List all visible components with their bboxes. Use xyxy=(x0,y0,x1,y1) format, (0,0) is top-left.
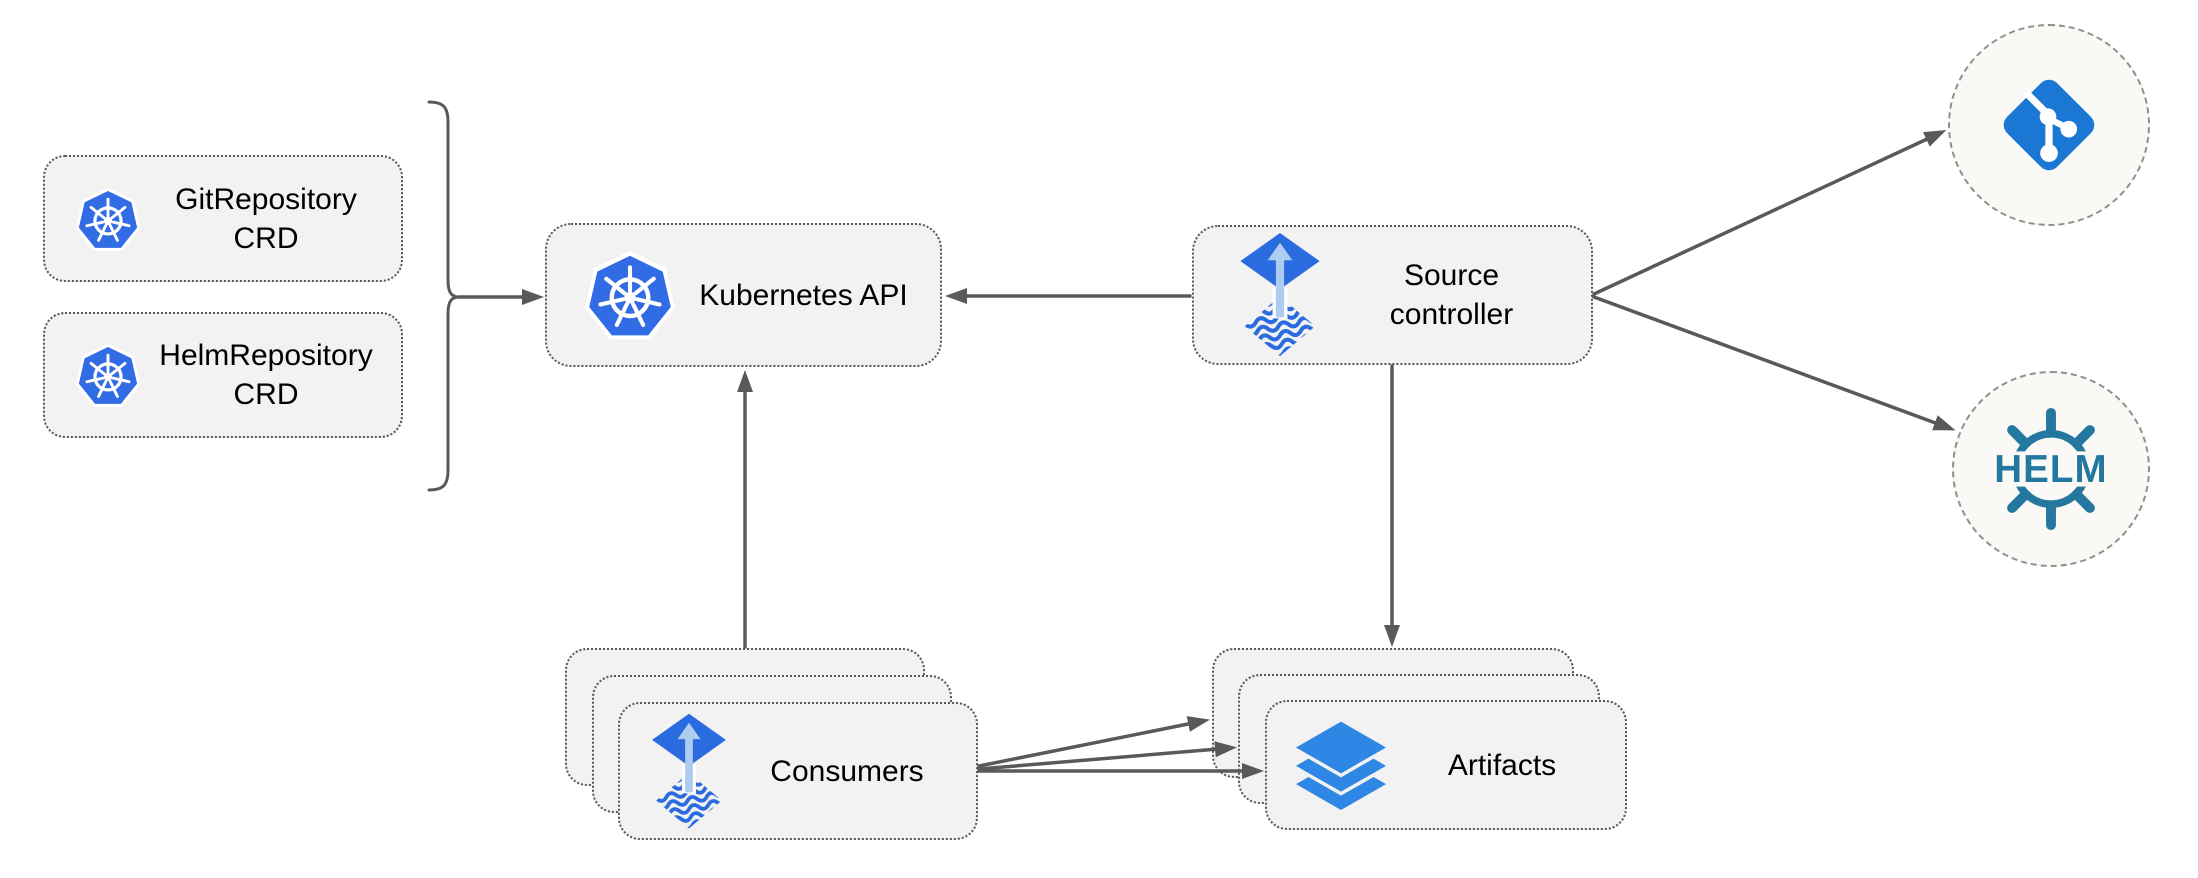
helm-wordmark: HELM xyxy=(1994,448,2107,491)
edge-consumers-to-artifacts-1 xyxy=(977,716,1210,768)
edge-consumers-to-artifacts-2 xyxy=(977,741,1237,771)
kubernetes-icon xyxy=(581,246,679,344)
layers-icon xyxy=(1291,718,1391,812)
flux-icon xyxy=(1236,231,1324,359)
node-artifacts: Artifacts xyxy=(1265,700,1627,830)
kubernetes-api-label: Kubernetes API xyxy=(699,278,908,312)
node-source-controller: Source controller xyxy=(1192,225,1593,365)
node-consumers: Consumers xyxy=(618,702,978,840)
kubernetes-icon xyxy=(73,340,143,410)
helm-icon: HELM xyxy=(1989,407,2113,531)
kubernetes-icon xyxy=(73,184,143,254)
node-helm-repository: HELM xyxy=(1952,371,2150,567)
helmrepository-crd-label: HelmRepository CRD xyxy=(159,339,373,411)
edge-source-controller-to-helm-repository xyxy=(1592,295,1956,431)
edge-source-controller-to-git-repository xyxy=(1592,130,1947,296)
node-git-repository xyxy=(1948,24,2150,226)
node-helmrepository-crd: HelmRepository CRD xyxy=(43,312,403,438)
consumers-label: Consumers xyxy=(770,754,924,788)
node-kubernetes-api: Kubernetes API xyxy=(545,223,942,367)
edge-crds-brace xyxy=(427,100,460,492)
flux-icon xyxy=(648,712,730,831)
git-icon xyxy=(1997,73,2101,177)
artifacts-label: Artifacts xyxy=(1447,748,1557,782)
gitrepository-crd-label: GitRepository CRD xyxy=(175,182,357,255)
node-gitrepository-crd: GitRepository CRD xyxy=(43,155,403,282)
source-controller-label: Source controller xyxy=(1389,259,1514,331)
